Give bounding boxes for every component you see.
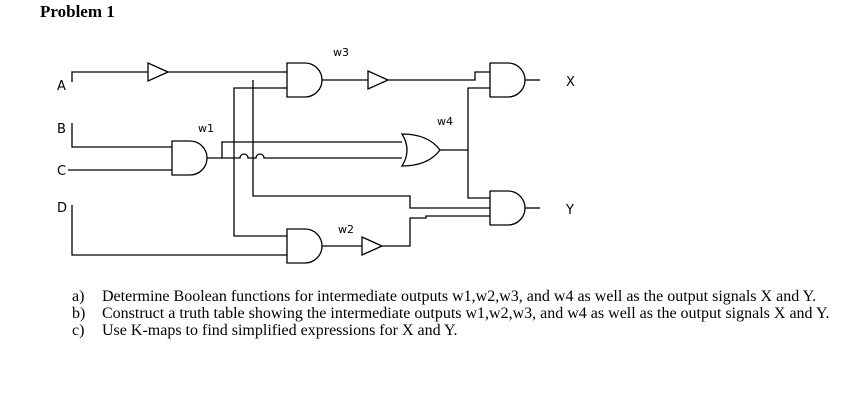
wire-input-b (71, 123, 172, 148)
and-gate-x (489, 62, 526, 98)
wire-w3-branch (252, 80, 490, 209)
label-w1: w1 (198, 122, 214, 135)
task-item-c: c) Use K-maps to find simplified express… (72, 322, 832, 339)
wire-w1-hop-1 (222, 153, 402, 159)
wire-w1 (207, 141, 402, 159)
output-label-y: Y (565, 203, 574, 218)
task-list: a) Determine Boolean functions for inter… (72, 288, 832, 339)
wire-input-a (71, 71, 148, 82)
and-gate-w2 (286, 228, 323, 264)
wire-input-d (71, 205, 287, 256)
label-w3: w3 (333, 46, 349, 59)
label-w4: w4 (437, 115, 453, 128)
task-marker-a: a) (72, 288, 85, 305)
wire-w4-to-and-y (467, 150, 490, 199)
wire-w1-to-and-w2 (233, 142, 287, 237)
wire-w1-to-and-w3 (233, 87, 287, 142)
wire-w2-buffer-out (382, 215, 490, 247)
or-gate-w4 (400, 133, 441, 167)
wire-w4 (440, 87, 490, 151)
output-label-x: X (566, 75, 575, 90)
task-text-b: Construct a truth table showing the inte… (102, 305, 830, 322)
input-label-b: B (57, 122, 66, 137)
task-text-c: Use K-maps to find simplified expression… (102, 322, 458, 339)
buffer-w2-gate (361, 235, 384, 257)
and-gate-w3 (286, 62, 323, 98)
input-label-c: C (57, 164, 66, 179)
buffer-w3-gate (367, 69, 390, 91)
task-item-b: b) Construct a truth table showing the i… (72, 305, 832, 322)
input-label-d: D (57, 201, 67, 216)
buffer-a-gate (147, 61, 170, 83)
wire-w3-buffer-out (388, 71, 490, 81)
and-gate-y (489, 190, 526, 226)
task-text-a: Determine Boolean functions for intermed… (102, 288, 817, 305)
input-label-a: A (57, 79, 66, 94)
circuit-diagram: A B C D w1 w2 w3 w4 X (57, 46, 575, 264)
task-item-a: a) Determine Boolean functions for inter… (72, 288, 832, 305)
label-w2: w2 (338, 223, 354, 236)
task-marker-b: b) (72, 305, 86, 322)
and-gate-w1 (171, 140, 208, 176)
task-marker-c: c) (72, 322, 85, 339)
problem-heading: Problem 1 (40, 2, 115, 21)
